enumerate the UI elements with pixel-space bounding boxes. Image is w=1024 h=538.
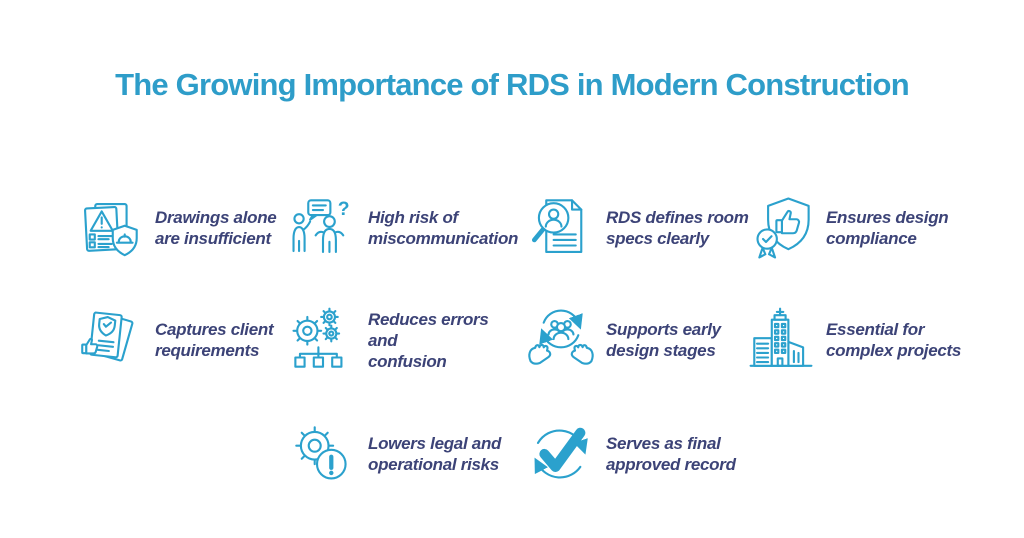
item-client-requirements: Captures client requirements (74, 298, 305, 382)
item-reduces-errors: Reduces errors and confusion (287, 298, 518, 382)
item-caption: Supports early design stages (606, 320, 721, 360)
shield-thumbsup-badge-icon (745, 189, 817, 267)
documents-warning-helmet-icon (74, 189, 146, 267)
checkmark-cycle-icon (525, 415, 597, 493)
item-caption: Captures client requirements (155, 320, 274, 360)
item-rds-room-specs: RDS defines room specs clearly (525, 186, 756, 270)
svg-text:?: ? (338, 198, 350, 220)
item-caption: RDS defines room specs clearly (606, 208, 749, 248)
item-complex-projects: Essential for complex projects (745, 298, 976, 382)
item-caption: Ensures design compliance (826, 208, 949, 248)
item-caption: Lowers legal and operational risks (368, 434, 502, 474)
hands-team-cycle-icon (525, 301, 597, 379)
item-miscommunication: ? High risk of miscommunication (287, 186, 518, 270)
item-caption: Serves as final approved record (606, 434, 736, 474)
item-caption: Reduces errors and confusion (368, 309, 489, 371)
item-design-compliance: Ensures design compliance (745, 186, 976, 270)
document-shield-thumbsup-icon (74, 301, 146, 379)
item-caption: Drawings alone are insufficient (155, 208, 277, 248)
item-lowers-risks: Lowers legal and operational risks (287, 412, 518, 496)
item-caption: High risk of miscommunication (368, 208, 519, 248)
city-buildings-icon (745, 301, 817, 379)
item-early-design: Supports early design stages (525, 298, 756, 382)
gears-flowchart-icon (287, 301, 359, 379)
item-caption: Essential for complex projects (826, 320, 962, 360)
gear-warning-icon (287, 415, 359, 493)
page-title: The Growing Importance of RDS in Modern … (115, 67, 909, 102)
item-drawings-insufficient: Drawings alone are insufficient (74, 186, 305, 270)
item-approved-record: Serves as final approved record (525, 412, 756, 496)
people-miscommunication-icon: ? (287, 189, 359, 267)
document-magnifier-person-icon (525, 189, 597, 267)
